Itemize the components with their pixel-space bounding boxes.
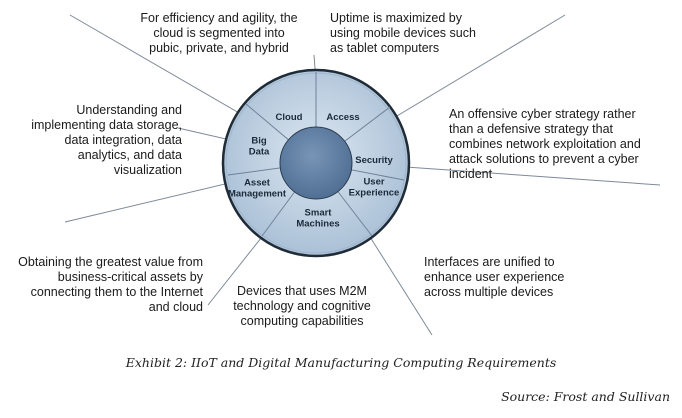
description-security: An offensive cyber strategy rather than … [449,107,641,181]
description-big-data: Understanding and implementing data stor… [31,103,182,177]
description-smart-machines: Devices that uses M2M technology and cog… [233,284,371,328]
segment-label-line: Management [228,189,287,200]
segment-label-line: Cloud [276,112,303,123]
segment-label-cloud: Cloud [276,112,303,123]
figure-source: Source: Frost and Sullivan [501,389,670,404]
segment-label-line: Experience [349,188,400,199]
segment-label-access: Access [326,112,359,123]
description-user-experience: Interfaces are unified to enhance user e… [424,255,565,299]
description-cloud: For efficiency and agility, the cloud is… [140,11,298,55]
segment-label-line: Access [326,112,359,123]
segment-label-line: Asset [244,178,271,189]
segment-label-line: Data [249,147,270,158]
hub-circle [279,126,353,200]
segment-label-line: Security [355,155,393,166]
segment-label-line: Big [251,136,267,147]
segment-label-line: Machines [296,219,339,230]
segment-label-security: Security [355,155,393,166]
segment-label-line: Smart [305,208,333,219]
figure-caption: Exhibit 2: IIoT and Digital Manufacturin… [125,355,557,370]
description-access: Uptime is maximized by using mobile devi… [330,11,476,55]
segment-label-line: User [363,177,384,188]
description-asset-management: Obtaining the greatest value from busine… [18,255,203,314]
